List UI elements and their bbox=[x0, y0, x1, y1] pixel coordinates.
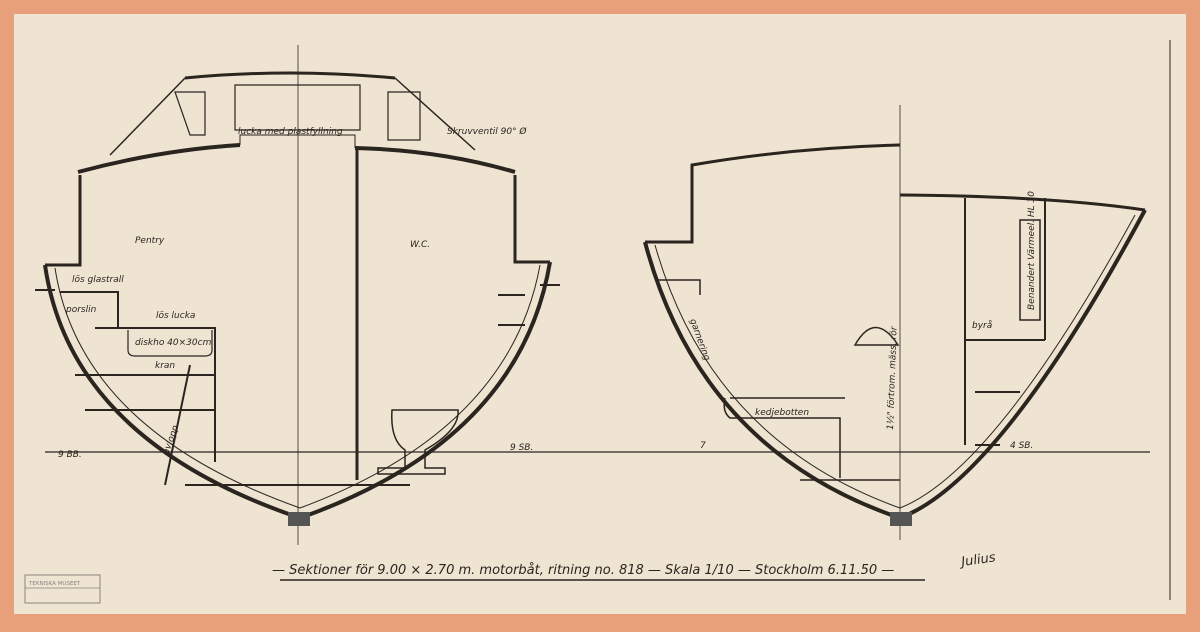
label-tap: kran bbox=[155, 361, 175, 371]
deckhouse-top bbox=[184, 71, 396, 80]
drawing-sheet: lucka med plastfyllning Skruvventil 90° … bbox=[14, 14, 1186, 614]
label-valve: Skruvventil 90° Ø bbox=[447, 126, 527, 137]
label-pipe: 1½" förtrom. mäss. rör bbox=[886, 325, 900, 430]
right-section: 7 garnering kedjebotten 1½" förtrom. mäs… bbox=[643, 105, 1147, 540]
label-port-waterline: 9 BB. bbox=[58, 450, 82, 460]
svg-text:TEKNISKA MUSEET: TEKNISKA MUSEET bbox=[28, 581, 81, 587]
label-sink: diskho 40×30cm bbox=[135, 338, 212, 348]
label-drain: avlopp bbox=[161, 424, 181, 456]
label-rail: lös glastrall bbox=[72, 275, 124, 285]
label-wc: W.C. bbox=[410, 240, 430, 250]
heater bbox=[1019, 219, 1041, 321]
label-heater: Benandert Värmeel. HL 30 bbox=[1027, 191, 1037, 310]
label-dresser: byrå bbox=[972, 320, 992, 331]
label-chain-locker: kedjebotten bbox=[755, 408, 809, 418]
signature: Julius bbox=[957, 550, 996, 570]
sink bbox=[127, 330, 213, 357]
keel bbox=[890, 512, 912, 526]
left-section: lucka med plastfyllning Skruvventil 90° … bbox=[35, 45, 560, 545]
museum-stamp: TEKNISKA MUSEET bbox=[24, 574, 101, 604]
label-hatch-loose: lös lucka bbox=[156, 311, 195, 321]
label-stbd-waterline: 4 SB. bbox=[1010, 441, 1033, 451]
cabin-left bbox=[645, 143, 901, 244]
cabin-roof bbox=[77, 143, 516, 174]
label-hatch: lucka med plastfyllning bbox=[238, 127, 343, 137]
label-porcelain: porslin bbox=[65, 305, 97, 315]
hull-outline bbox=[43, 261, 552, 521]
label-stbd-waterline: 9 SB. bbox=[510, 443, 533, 453]
drawing-title: — Sektioner för 9.00 × 2.70 m. motorbåt,… bbox=[272, 563, 894, 578]
keel bbox=[288, 512, 310, 526]
toilet bbox=[377, 409, 459, 475]
drain-pipe bbox=[164, 364, 191, 486]
label-pantry: Pentry bbox=[135, 236, 165, 246]
deck-right bbox=[899, 193, 1146, 212]
label-station: 7 bbox=[700, 441, 706, 451]
lamp bbox=[853, 326, 900, 346]
boat-sections-drawing: lucka med plastfyllning Skruvventil 90° … bbox=[24, 40, 1171, 604]
